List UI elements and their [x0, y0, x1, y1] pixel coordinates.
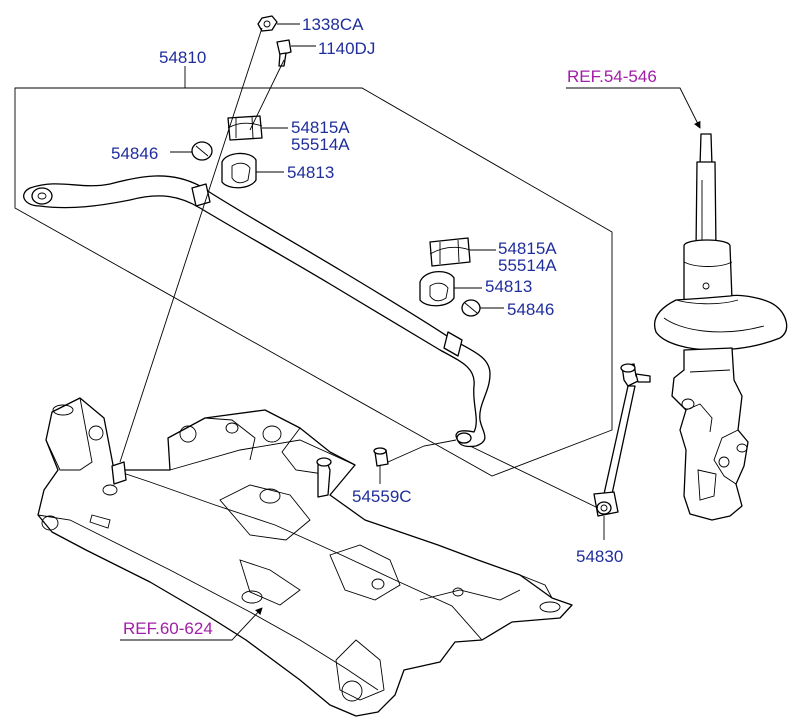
label-54815A-left: 54815A — [291, 118, 350, 137]
reference-strut: REF.54-546 — [567, 67, 657, 86]
stopper-54559C — [373, 447, 389, 467]
rubber-cushion-left — [191, 141, 213, 161]
leader-lines — [119, 23, 701, 641]
stabilizer-link-54830 — [593, 363, 651, 517]
bolt-1140DJ — [276, 39, 292, 67]
rubber-cushion-right — [461, 299, 481, 317]
label-55514A-right: 55514A — [498, 256, 557, 275]
stabilizer-bar — [23, 175, 491, 448]
bushing-bracket-right — [429, 237, 471, 267]
label-54846-left: 54846 — [111, 144, 158, 163]
label-1140DJ: 1140DJ — [318, 39, 375, 58]
bushing-right — [419, 271, 455, 307]
label-54559C: 54559C — [352, 487, 412, 506]
label-54830: 54830 — [576, 547, 623, 566]
strut-assembly — [653, 133, 788, 521]
label-54810: 54810 — [159, 48, 206, 67]
label-54815A-right: 54815A — [498, 239, 557, 258]
bushing-bracket-left — [227, 115, 263, 141]
nut-1338CA — [257, 15, 278, 32]
label-54813-right: 54813 — [485, 277, 532, 296]
label-54813-left: 54813 — [287, 163, 334, 182]
assembly-boundary-54810 — [14, 87, 613, 477]
reference-subframe: REF.60-624 — [123, 619, 213, 638]
label-54846-right: 54846 — [507, 300, 554, 319]
bushing-left — [221, 152, 257, 189]
label-55514A-left: 55514A — [291, 135, 350, 154]
label-1338CA: 1338CA — [302, 15, 364, 34]
front-subframe — [37, 397, 573, 717]
